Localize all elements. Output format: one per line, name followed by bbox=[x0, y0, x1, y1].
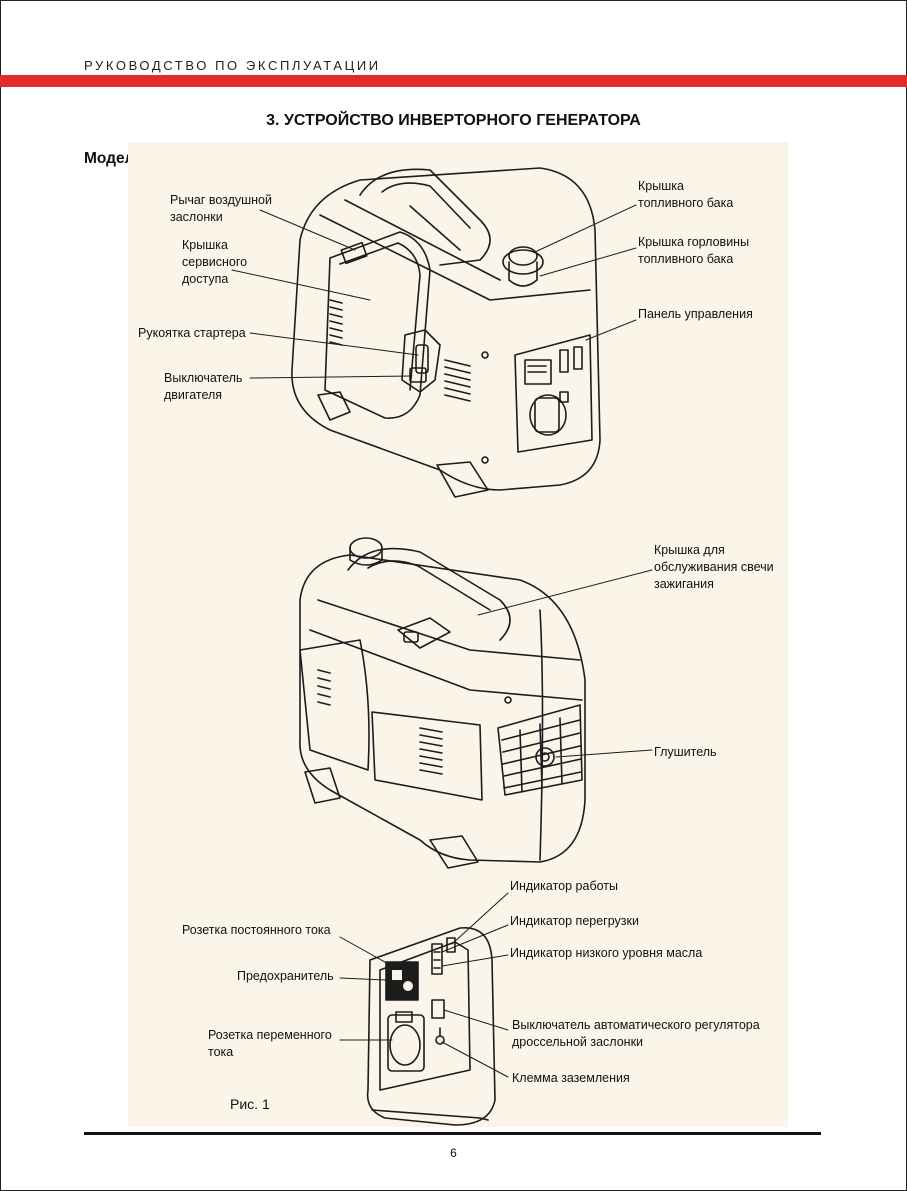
label-ac-socket: Розетка переменного тока bbox=[208, 1028, 332, 1059]
rear-view-leaders bbox=[477, 569, 653, 758]
label-dc-socket: Розетка постоянного тока bbox=[182, 923, 331, 937]
control-panel-detail bbox=[366, 927, 496, 1126]
label-choke-lever: Рычаг воздушной заслонки bbox=[170, 193, 272, 224]
running-header: РУКОВОДСТВО ПО ЭКСПЛУАТАЦИИ bbox=[84, 58, 381, 73]
figure-caption: Рис. 1 bbox=[230, 1096, 270, 1112]
label-fuel-tank-cap: Крышка топливного бака bbox=[638, 179, 734, 210]
label-ground-terminal: Клемма заземления bbox=[512, 1071, 630, 1085]
label-spark-plug-cover: Крышка для обслуживания свечи зажигания bbox=[654, 543, 774, 591]
page-number: 6 bbox=[450, 1146, 457, 1160]
section-title: 3. УСТРОЙСТВО ИНВЕРТОРНОГО ГЕНЕРАТОРА bbox=[266, 112, 641, 129]
panel-leaders bbox=[339, 892, 509, 1078]
label-filler-neck-cap: Крышка горловины топливного бака bbox=[638, 235, 750, 266]
label-low-oil-indicator: Индикатор низкого уровня масла bbox=[510, 946, 703, 960]
generator-rear-view bbox=[299, 537, 586, 869]
label-muffler: Глушитель bbox=[654, 745, 717, 759]
label-fuse: Предохранитель bbox=[237, 969, 334, 983]
footer-rule bbox=[84, 1132, 821, 1135]
label-overload-indicator: Индикатор перегрузки bbox=[510, 914, 639, 928]
label-service-cover: Крышка сервисного доступа bbox=[182, 238, 248, 286]
label-control-panel: Панель управления bbox=[638, 307, 753, 321]
top-view-leaders bbox=[231, 204, 637, 379]
label-starter-handle: Рукоятка стартера bbox=[138, 326, 246, 340]
label-engine-switch: Выключатель двигателя bbox=[164, 371, 243, 402]
label-run-indicator: Индикатор работы bbox=[510, 879, 618, 893]
generator-top-view bbox=[291, 167, 601, 498]
label-throttle-switch: Выключатель автоматического регулятора д… bbox=[512, 1018, 760, 1049]
header-accent-bar bbox=[0, 75, 907, 87]
